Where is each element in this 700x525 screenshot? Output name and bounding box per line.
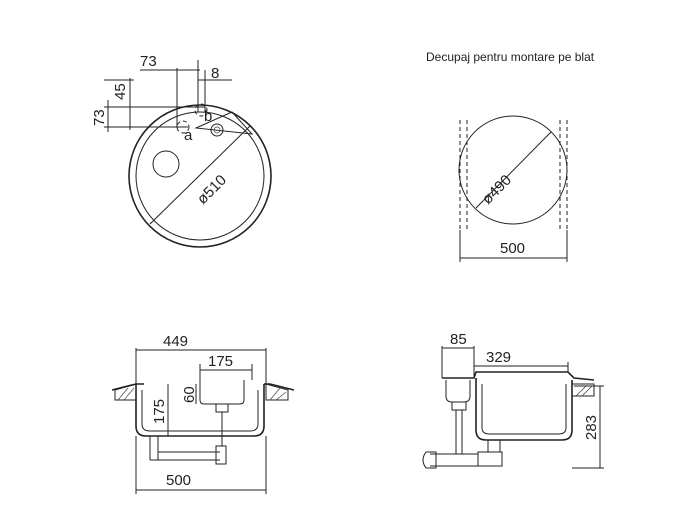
hole-a [176, 120, 190, 134]
drain-pipe [149, 436, 159, 460]
small-drain [215, 403, 229, 413]
dim-8: 8 [211, 65, 219, 82]
sink-bowl-inner [135, 111, 265, 241]
dim-73-top: 73 [140, 53, 157, 70]
dim-175-top: 175 [208, 353, 233, 370]
tap-platform [194, 111, 254, 135]
tap-hole [210, 123, 224, 137]
hole-b [194, 103, 208, 117]
dim-283: 283 [583, 415, 600, 440]
dim-449: 449 [163, 333, 188, 350]
side-view: 85 329 283 [422, 331, 604, 469]
sink-rim [111, 383, 295, 391]
label-hole-b: b [204, 108, 212, 125]
front-view: 449 175 60 175 500 [111, 333, 295, 494]
dim-175-left: 175 [151, 399, 168, 424]
dim-500-cutout: 500 [500, 240, 525, 257]
dim-329: 329 [486, 349, 511, 366]
cutout-view: Decupaj pentru montare pe blat ø490 500 [426, 50, 595, 262]
bowl-inner [141, 390, 259, 432]
side-siphon-pipe [430, 453, 478, 467]
dim-diameter-510: ø510 [194, 172, 230, 208]
dim-500-front: 500 [166, 472, 191, 489]
drain-hole [152, 150, 180, 178]
diameter-line-490 [475, 131, 552, 209]
tap-hole-inner [213, 126, 221, 134]
side-overflow-pipe [455, 410, 463, 454]
label-hole-a: a [184, 127, 193, 144]
small-bowl [199, 380, 245, 405]
side-siphon-nut [477, 451, 503, 467]
side-rim [442, 371, 595, 381]
side-small-bowl [445, 380, 471, 403]
dim-60: 60 [181, 386, 198, 403]
bowl-outer [135, 384, 265, 437]
countertop-right [265, 383, 289, 401]
siphon-end [215, 445, 227, 465]
dim-45: 45 [112, 83, 129, 100]
dim-diameter-490: ø490 [479, 172, 515, 208]
side-small-drain [451, 401, 467, 411]
cutout-caption: Decupaj pentru montare pe blat [426, 50, 595, 64]
side-siphon-elbow [422, 451, 437, 469]
dim-73-left: 73 [91, 109, 108, 126]
sink-rim-outer [128, 104, 272, 248]
dim-85: 85 [450, 331, 467, 348]
side-bowl-outer [475, 378, 573, 441]
diameter-line-510 [149, 125, 251, 225]
side-drain-pipe [487, 440, 501, 452]
siphon-pipe [150, 451, 220, 461]
top-view: ø510 a b 73 8 45 73 [91, 53, 272, 248]
side-bowl-inner [481, 384, 567, 435]
